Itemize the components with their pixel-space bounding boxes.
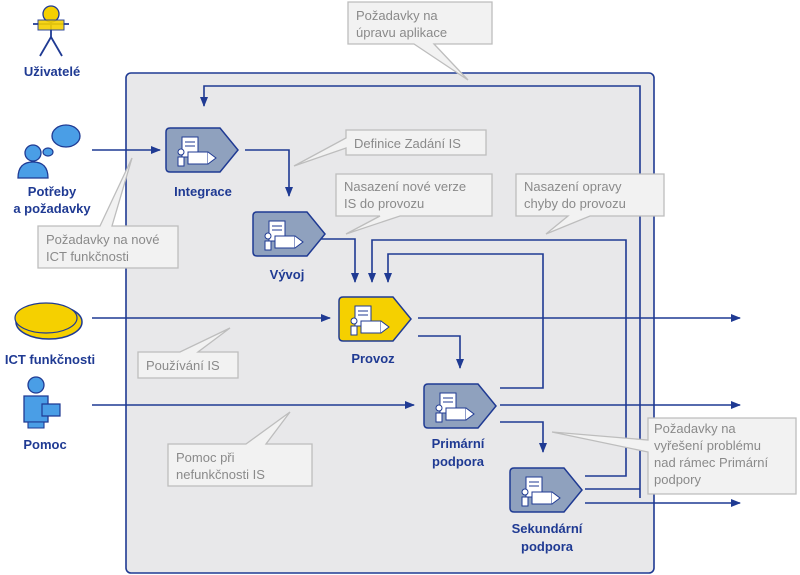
- process-primarni-label-1: Primární: [432, 436, 485, 451]
- actor-needs-label-1: Potřeby: [28, 184, 77, 199]
- svg-text:Používání IS: Používání IS: [146, 358, 220, 373]
- callout-nove-ict: Požadavky na nové ICT funkčnosti: [37, 157, 179, 269]
- flow-vyvoj-to-provoz: [320, 238, 359, 283]
- help-person-icon: [23, 376, 61, 429]
- process-integrace-label: Integrace: [174, 184, 232, 199]
- svg-text:Nasazení opravy: Nasazení opravy: [524, 179, 622, 194]
- person-thinking-icon: [17, 124, 81, 179]
- svg-text:Požadavky na: Požadavky na: [654, 421, 736, 436]
- callout-pomoc-pri: Pomoc při nefunkčnosti IS: [167, 411, 313, 487]
- callout-pouzivani: Používání IS: [137, 327, 239, 379]
- actor-needs-label-2: a požadavky: [13, 201, 91, 216]
- flow-sekundarni-to-provoz: [368, 239, 627, 477]
- flow-provoz-to-primarni: [418, 335, 464, 369]
- svg-text:Pomoc při: Pomoc při: [176, 450, 235, 465]
- svg-text:nefunkčnosti IS: nefunkčnosti IS: [176, 467, 265, 482]
- actor-ict-label: ICT funkčnosti: [5, 352, 95, 367]
- callout-nasazeni-verze: Nasazení nové verze IS do provozu: [335, 173, 493, 235]
- flow-primarni-to-provoz: [384, 253, 544, 389]
- svg-text:úpravu aplikace: úpravu aplikace: [356, 25, 447, 40]
- process-sekundarni-label-1: Sekundární: [512, 521, 583, 536]
- flow-feedback-to-integrace: [200, 85, 641, 498]
- process-provoz-label: Provoz: [351, 351, 395, 366]
- process-primarni-label-2: podpora: [432, 454, 485, 469]
- process-sekundarni-label-2: podpora: [521, 539, 574, 554]
- callout-upravu: Požadavky na úpravu aplikace: [347, 1, 493, 81]
- svg-text:Požadavky na: Požadavky na: [356, 8, 438, 23]
- svg-text:nad rámec Primární: nad rámec Primární: [654, 455, 769, 470]
- ict-disk-icon: [14, 302, 83, 340]
- svg-text:IS do provozu: IS do provozu: [344, 196, 424, 211]
- callout-vyreseni: Požadavky na vyřešení problému nad rámec…: [551, 417, 797, 495]
- svg-text:chyby do provozu: chyby do provozu: [524, 196, 626, 211]
- flow-integrace-to-vyvoj: [245, 149, 293, 197]
- svg-text:vyřešení problému: vyřešení problému: [654, 438, 761, 453]
- process-vyvoj-label: Vývoj: [270, 267, 305, 282]
- callout-definice: Definice Zadání IS: [293, 129, 487, 167]
- actor-users-label: Uživatelé: [24, 64, 80, 79]
- callout-nasazeni-opravy: Nasazení opravy chyby do provozu: [515, 173, 665, 235]
- flow-primarni-to-sekundarni: [500, 421, 547, 453]
- svg-text:ICT funkčnosti: ICT funkčnosti: [46, 249, 129, 264]
- svg-text:podpory: podpory: [654, 472, 701, 487]
- svg-text:Nasazení nové verze: Nasazení nové verze: [344, 179, 466, 194]
- users-icon: [33, 5, 69, 57]
- actor-help-label: Pomoc: [23, 437, 66, 452]
- svg-text:Definice Zadání IS: Definice Zadání IS: [354, 136, 461, 151]
- svg-text:Požadavky na nové: Požadavky na nové: [46, 232, 159, 247]
